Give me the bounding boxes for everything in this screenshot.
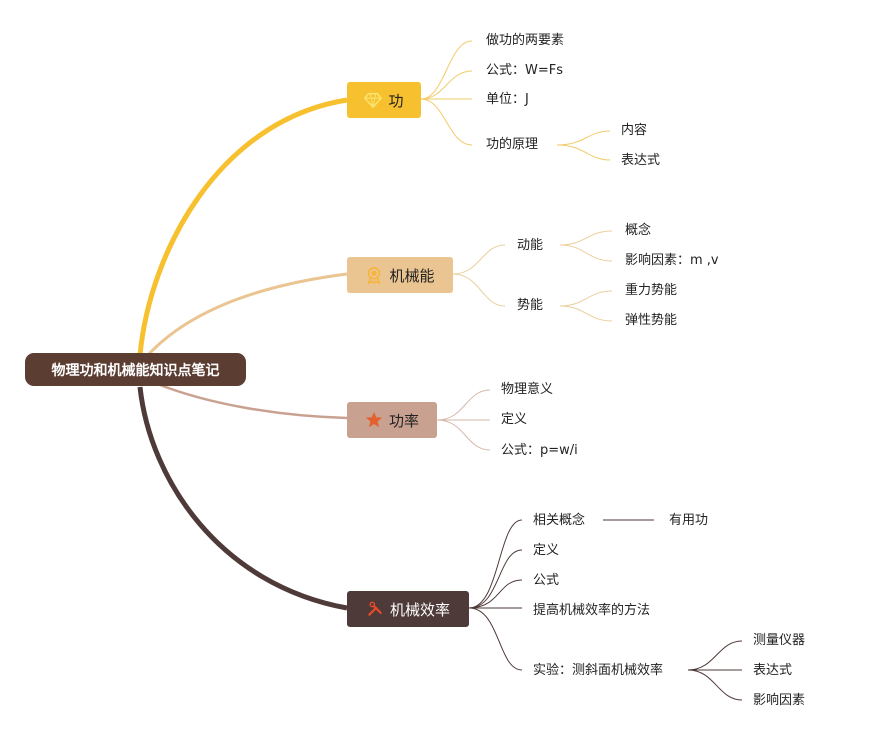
root-node[interactable]: 物理功和机械能知识点笔记 <box>25 353 246 386</box>
star-icon <box>365 411 383 428</box>
branch-node-gonglv[interactable]: 功率 <box>347 402 437 438</box>
branch-connector-gong <box>137 97 348 356</box>
node-gong-gongshi[interactable]: 公式：W=Fs <box>486 63 563 78</box>
branch-node-gong[interactable]: 功 <box>347 82 421 118</box>
node-xiangguan-gainian[interactable]: 相关概念 <box>533 513 586 528</box>
node-dongneng-gainian[interactable]: 概念 <box>625 223 652 238</box>
node-gonglv-yiyi[interactable]: 物理意义 <box>501 382 554 397</box>
node-yuanli-biaodashi[interactable]: 表达式 <box>621 153 661 168</box>
node-shiyan-biaodashi[interactable]: 表达式 <box>753 663 793 678</box>
node-youyonggong[interactable]: 有用功 <box>669 513 709 528</box>
node-gong-yaosu[interactable]: 做功的两要素 <box>486 33 565 48</box>
node-dongneng[interactable]: 动能 <box>517 238 544 253</box>
branch-connector-jixieneng <box>146 272 348 357</box>
connectors-gonglv <box>436 389 491 451</box>
branch-label: 功 <box>388 91 404 110</box>
medal-icon <box>368 266 381 284</box>
node-gong-danwei[interactable]: 单位：J <box>486 92 529 107</box>
node-xiaolv-dingyi[interactable]: 定义 <box>533 543 560 558</box>
connectors-gong <box>420 40 611 161</box>
node-dongneng-yinsu[interactable]: 影响因素：m ,v <box>625 253 719 268</box>
diamond-icon <box>364 92 383 109</box>
node-shineng-zhongli[interactable]: 重力势能 <box>625 283 678 298</box>
connectors-jixieneng <box>452 230 613 322</box>
node-gonglv-dingyi[interactable]: 定义 <box>501 412 528 427</box>
node-gong-yuanli[interactable]: 功的原理 <box>486 137 539 152</box>
node-gonglv-gongshi[interactable]: 公式：p=w/i <box>501 443 578 458</box>
branch-connector-gonglv <box>154 381 348 420</box>
node-tigao-fangfa[interactable]: 提高机械效率的方法 <box>533 603 651 618</box>
branch-connector-jixiexiaolv <box>137 386 348 611</box>
branch-label: 机械能 <box>389 266 435 285</box>
branch-label: 功率 <box>388 411 419 430</box>
root-label: 物理功和机械能知识点笔记 <box>51 362 220 379</box>
node-shineng[interactable]: 势能 <box>517 298 544 313</box>
node-shineng-tanxing[interactable]: 弹性势能 <box>625 313 678 328</box>
connectors-jixiexiaolv <box>468 519 743 701</box>
node-shiyan-yinsu[interactable]: 影响因素 <box>753 693 806 708</box>
branch-node-jixiexiaolv[interactable]: 机械效率 <box>347 591 469 627</box>
tools-icon <box>367 601 383 617</box>
node-shiyan[interactable]: 实验：测斜面机械效率 <box>533 663 664 678</box>
node-yuanli-neirong[interactable]: 内容 <box>621 123 648 138</box>
branch-label: 机械效率 <box>389 600 450 619</box>
node-shiyan-yiqi[interactable]: 测量仪器 <box>753 633 806 648</box>
node-xiaolv-gongshi[interactable]: 公式 <box>533 573 560 588</box>
branch-node-jixieneng[interactable]: 机械能 <box>347 257 453 293</box>
